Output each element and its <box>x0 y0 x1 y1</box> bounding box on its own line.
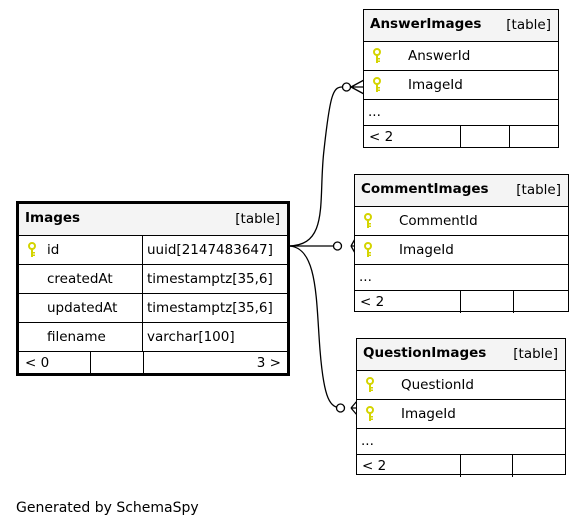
table-header: AnswerImages [table] <box>364 10 558 41</box>
parents-count: < 0 <box>25 355 50 371</box>
generated-by-credit: Generated by SchemaSpy <box>16 500 199 516</box>
children-count: 3 > <box>256 355 281 371</box>
column-row-createdat[interactable]: createdAt timestamptz[35,6] <box>19 264 287 293</box>
more-columns-row: ... <box>357 428 565 454</box>
table-name: QuestionImages <box>363 345 487 361</box>
column-name: ImageId <box>401 406 456 422</box>
column-type: uuid[2147483647] <box>147 242 273 258</box>
table-name: AnswerImages <box>370 16 482 32</box>
column-row-id[interactable]: id uuid[2147483647] <box>19 235 287 264</box>
column-row-imageid[interactable]: ImageId <box>357 399 565 428</box>
crowfoot-answer <box>350 79 365 95</box>
column-row-filename[interactable]: filename varchar[100] <box>19 322 287 351</box>
table-name: CommentImages <box>361 181 489 197</box>
primary-key-icon <box>28 242 36 257</box>
table-footer: < 0 3 > <box>19 351 287 374</box>
table-kind: [table] <box>513 346 558 362</box>
column-row-imageid[interactable]: ImageId <box>355 235 568 264</box>
more-columns-indicator: ... <box>359 269 372 285</box>
column-name: QuestionId <box>401 377 474 393</box>
table-header: QuestionImages [table] <box>357 339 565 370</box>
table-name: Images <box>25 210 81 226</box>
more-columns-row: ... <box>364 99 558 125</box>
edge-answer-images <box>287 86 343 247</box>
optional-circle-question <box>335 403 346 413</box>
table-footer: < 2 <box>364 125 558 148</box>
primary-key-icon <box>373 48 381 63</box>
more-columns-indicator: ... <box>361 433 374 449</box>
column-row-updatedat[interactable]: updatedAt timestamptz[35,6] <box>19 293 287 322</box>
column-name: CommentId <box>399 213 478 229</box>
column-name: updatedAt <box>47 300 118 316</box>
column-name: id <box>47 242 60 258</box>
column-name: createdAt <box>47 271 113 287</box>
table-header: Images [table] <box>19 204 287 235</box>
column-row-imageid[interactable]: ImageId <box>364 70 558 99</box>
more-columns-indicator: ... <box>368 104 381 120</box>
table-answer-images[interactable]: AnswerImages [table] AnswerId ImageId ..… <box>363 9 559 148</box>
edge-question-images <box>287 245 343 409</box>
parents-count: < 2 <box>360 294 385 310</box>
more-columns-row: ... <box>355 264 568 290</box>
column-row-questionid[interactable]: QuestionId <box>357 370 565 399</box>
table-footer: < 2 <box>355 290 568 313</box>
table-comment-images[interactable]: CommentImages [table] CommentId ImageId … <box>354 174 569 313</box>
primary-key-icon <box>366 377 374 392</box>
table-footer: < 2 <box>357 454 565 477</box>
column-type: timestamptz[35,6] <box>147 300 273 316</box>
table-question-images[interactable]: QuestionImages [table] QuestionId ImageI… <box>356 338 566 477</box>
column-row-answerid[interactable]: AnswerId <box>364 41 558 70</box>
table-kind: [table] <box>516 182 561 198</box>
column-name: AnswerId <box>408 48 471 64</box>
primary-key-icon <box>373 77 381 92</box>
parents-count: < 2 <box>362 458 387 474</box>
column-type: varchar[100] <box>147 329 235 345</box>
primary-key-icon <box>364 213 372 228</box>
column-name: ImageId <box>399 242 454 258</box>
optional-circle-comment <box>332 241 343 251</box>
optional-circle-answer <box>341 82 352 92</box>
table-kind: [table] <box>235 211 280 227</box>
table-kind: [table] <box>506 17 551 33</box>
column-type: timestamptz[35,6] <box>147 271 273 287</box>
table-header: CommentImages [table] <box>355 175 568 206</box>
column-name: filename <box>47 329 106 345</box>
primary-key-icon <box>366 406 374 421</box>
parents-count: < 2 <box>369 129 394 145</box>
table-images[interactable]: Images [table] id uuid[2147483647] creat… <box>16 201 290 376</box>
column-name: ImageId <box>408 77 463 93</box>
column-row-commentid[interactable]: CommentId <box>355 206 568 235</box>
primary-key-icon <box>364 242 372 257</box>
